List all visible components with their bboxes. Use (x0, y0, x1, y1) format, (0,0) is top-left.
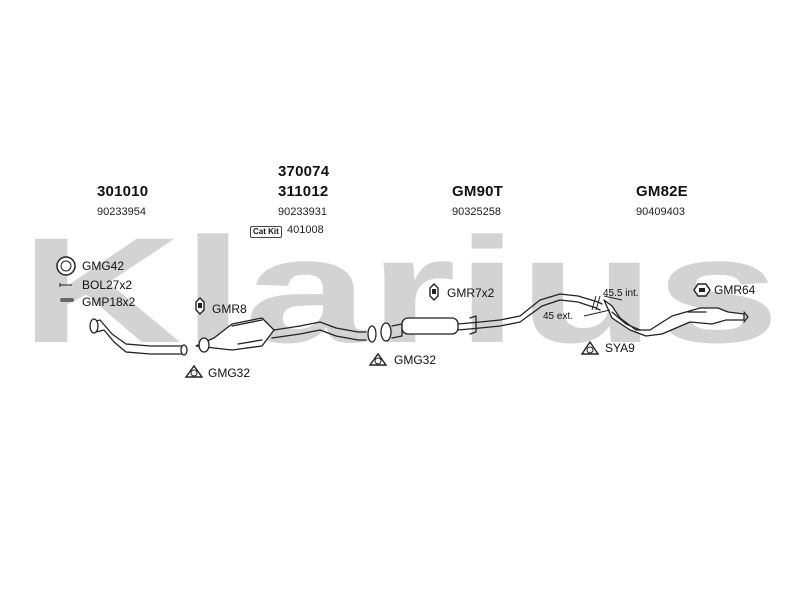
intermediate-pipe-gm90t (367, 293, 603, 343)
gmg32-left-icon (184, 364, 204, 378)
part-number-311012: 311012 (278, 183, 329, 200)
oem-number-90325258: 90325258 (452, 206, 501, 218)
part-number-gm90t: GM90T (452, 183, 504, 200)
gmg32-mid-icon (368, 352, 388, 366)
accessory-bol27x2: BOL27x2 (82, 278, 133, 292)
part-number-370074: 370074 (278, 163, 330, 180)
oem-number-90233954: 90233954 (97, 206, 146, 218)
note-45-ext: 45 ext. (543, 311, 574, 322)
sya9-icon (580, 340, 600, 355)
accessory-gmr8: GMR8 (212, 302, 247, 316)
part-number-gm82e: GM82E (636, 183, 688, 200)
cut-mark (583, 295, 623, 317)
catkit-badge: Cat Kit (250, 226, 282, 238)
bolt-icon (59, 283, 72, 287)
accessory-gmp18x2: GMP18x2 (82, 295, 136, 309)
accessory-gmg32-left: GMG32 (208, 366, 251, 380)
clamp-icon (60, 298, 74, 302)
front-pipe-301010 (89, 318, 188, 356)
gmr7-icon (429, 283, 439, 301)
accessory-sya9: SYA9 (605, 341, 635, 355)
gmg42-icon (56, 256, 76, 276)
catalytic-converter-311012 (195, 317, 367, 353)
catkit-number: 401008 (287, 224, 324, 236)
oem-number-90409403: 90409403 (636, 206, 685, 218)
gmr8-icon (195, 297, 205, 315)
oem-number-90233931: 90233931 (278, 206, 327, 218)
accessory-gmr64: GMR64 (714, 283, 756, 297)
gmr64-icon (693, 283, 711, 297)
accessory-gmr7x2: GMR7x2 (447, 286, 495, 300)
note-45-5-int: 45.5 int. (603, 288, 639, 299)
rear-silencer-gm82e (603, 299, 749, 337)
part-number-301010: 301010 (97, 183, 149, 200)
accessory-gmg42: GMG42 (82, 259, 125, 273)
accessory-gmg32-mid: GMG32 (394, 353, 437, 367)
